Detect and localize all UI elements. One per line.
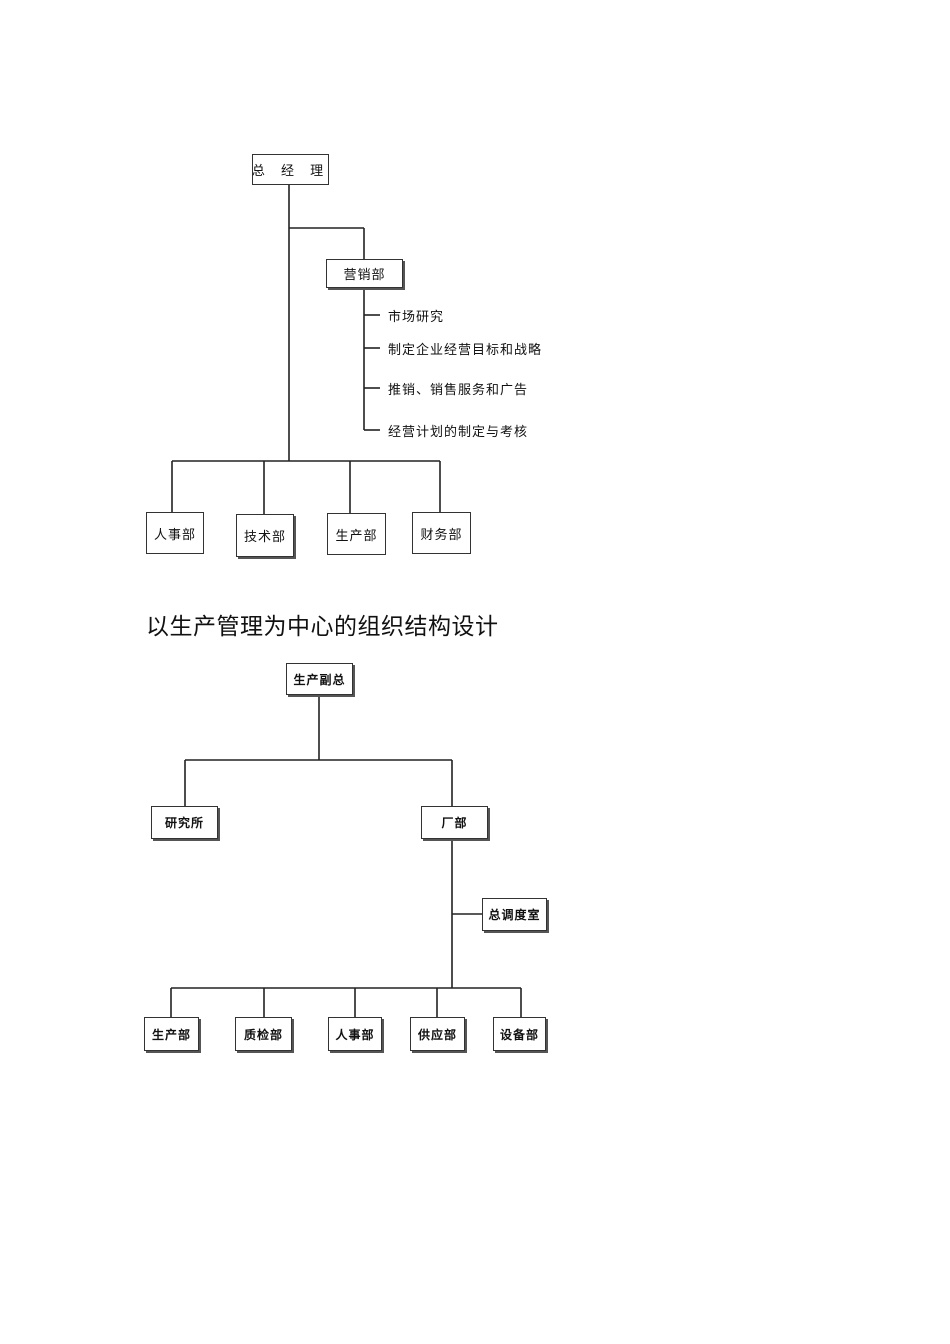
node-tech-dept: 技术部 — [236, 514, 294, 557]
node-production-vp: 生产副总 — [286, 663, 353, 695]
node-research-institute: 研究所 — [151, 806, 218, 839]
node-factory-office: 厂部 — [421, 806, 488, 839]
marketing-duty-2: 制定企业经营目标和战略 — [388, 343, 543, 358]
marketing-duty-1: 市场研究 — [388, 310, 445, 325]
node-production-dept-2: 生产部 — [144, 1017, 199, 1051]
node-dispatch-room: 总调度室 — [482, 898, 547, 931]
node-hr-dept-1: 人事部 — [146, 512, 204, 554]
node-hr-dept-2: 人事部 — [328, 1017, 382, 1051]
node-finance-dept: 财务部 — [412, 512, 471, 554]
node-marketing-dept: 营销部 — [326, 259, 403, 288]
node-equipment-dept: 设备部 — [493, 1017, 546, 1051]
marketing-duty-3: 推销、销售服务和广告 — [388, 383, 529, 398]
section-title: 以生产管理为中心的组织结构设计 — [146, 614, 499, 640]
marketing-duty-4: 经营计划的制定与考核 — [388, 425, 529, 440]
node-general-manager: 总 经 理 — [252, 154, 329, 185]
node-production-dept-1: 生产部 — [327, 513, 386, 555]
node-supply-dept: 供应部 — [410, 1017, 465, 1051]
node-qa-dept: 质检部 — [235, 1017, 292, 1051]
